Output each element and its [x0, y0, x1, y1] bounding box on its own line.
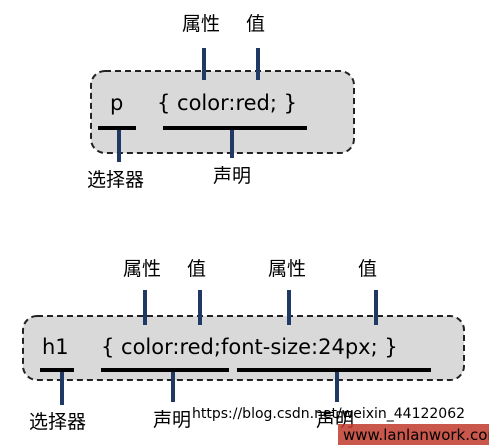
blog-watermark: https://blog.csdn.net/weixin_44122062	[192, 406, 465, 422]
property-label-2a: 属性	[123, 258, 161, 280]
selector-text-2: h1	[42, 335, 69, 359]
rule-box-2	[22, 315, 465, 381]
value-label-2a: 值	[187, 258, 206, 280]
declaration-label-2a: 声明	[153, 409, 191, 431]
property-label-1: 属性	[182, 13, 220, 35]
site-watermark-bg	[338, 424, 489, 445]
declaration-text-1: { color:red; }	[157, 91, 297, 115]
rule-box-1	[90, 70, 355, 154]
value-label-2b: 值	[358, 258, 377, 280]
selector-label-1: 选择器	[87, 169, 144, 191]
selector-label-2: 选择器	[29, 411, 86, 433]
value-label-1: 值	[246, 13, 265, 35]
selector-text-1: p	[110, 91, 123, 115]
diagram-2: h1 { color:red;font-size:24px; } 属性 值 属性…	[22, 258, 465, 433]
property-label-2b: 属性	[268, 258, 306, 280]
diagram-1: p { color:red; } 属性 值 选择器 声明	[87, 13, 355, 191]
declaration-text-2: { color:red;font-size:24px; }	[101, 335, 398, 359]
declaration-label-1: 声明	[213, 165, 251, 187]
site-watermark: www.lanlanwork.com	[343, 426, 489, 444]
